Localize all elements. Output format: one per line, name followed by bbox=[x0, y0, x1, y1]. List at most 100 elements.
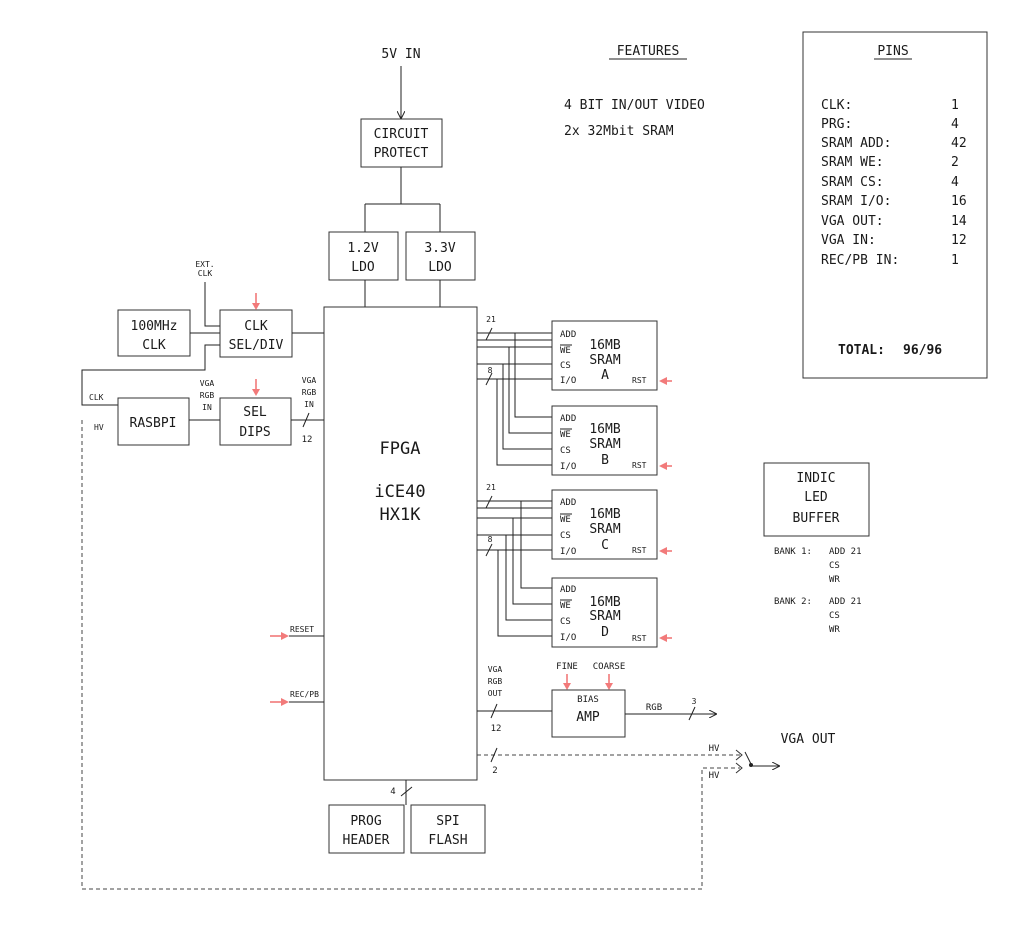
clk-sel-control-arrow bbox=[252, 293, 260, 310]
pins-rows: CLK: 1 PRG: 4 SRAM ADD: 42 SRAM WE: 2 SR… bbox=[821, 98, 967, 268]
fine-control-arrow bbox=[563, 674, 571, 690]
bank2-signal: CS bbox=[829, 611, 840, 621]
sram-a-letter: A bbox=[601, 368, 609, 383]
pin-row-name: VGA OUT: bbox=[821, 214, 884, 229]
recpb-label: REC/PB bbox=[290, 690, 319, 699]
pin-row-name: SRAM CS: bbox=[821, 175, 884, 190]
sram-b-pin-cs: CS bbox=[560, 446, 571, 456]
indic-label-3: BUFFER bbox=[793, 511, 840, 526]
sram-d-pin-add: ADD bbox=[560, 585, 576, 595]
pin-row-count: 42 bbox=[951, 136, 967, 151]
hv-output-label-1: HV bbox=[709, 744, 720, 754]
prog-bus-width: 4 bbox=[390, 787, 395, 797]
sram-chip-b: ADD WE CS I/O 16MB SRAM B RST bbox=[551, 405, 658, 476]
sram-c-pin-cs: CS bbox=[560, 531, 571, 541]
pin-row-name: CLK: bbox=[821, 98, 852, 113]
vga-in-right-label-1: VGA bbox=[302, 376, 317, 385]
sram-cd-io-width: 8 bbox=[488, 535, 493, 544]
bank1-signal: CS bbox=[829, 561, 840, 571]
sram-ab-io-width: 8 bbox=[488, 366, 493, 375]
spi-flash-box bbox=[410, 804, 486, 854]
sram-a-pin-add: ADD bbox=[560, 330, 576, 340]
pin-row-count: 14 bbox=[951, 214, 967, 229]
vga-in-left-label-3: IN bbox=[202, 403, 212, 412]
clk-sel-label-2: SEL/DIV bbox=[229, 338, 284, 353]
oscillator-freq-label: 100MHz bbox=[131, 319, 178, 334]
sram-d-size: 16MB bbox=[589, 595, 620, 610]
pins-table-box bbox=[802, 31, 988, 379]
features-title: FEATURES bbox=[617, 44, 680, 59]
pin-row-count: 1 bbox=[951, 98, 959, 113]
oscillator-clk-label: CLK bbox=[142, 338, 166, 353]
fpga-label: FPGA bbox=[380, 439, 421, 459]
vga-out-connector-icon bbox=[744, 751, 779, 767]
sram-c-rst-arrow bbox=[659, 547, 672, 555]
sram-a-rst-arrow bbox=[659, 377, 672, 385]
spi-flash-label-1: SPI bbox=[436, 814, 459, 829]
sram-c-type: SRAM bbox=[589, 522, 620, 537]
sel-dips-control-arrow bbox=[252, 379, 260, 396]
vga-out-title: VGA OUT bbox=[781, 732, 836, 747]
pin-row-name: SRAM WE: bbox=[821, 155, 884, 170]
pin-row-name: SRAM ADD: bbox=[821, 136, 891, 151]
sram-b-pin-add: ADD bbox=[560, 414, 576, 424]
sram-cd-add-width: 21 bbox=[486, 483, 496, 492]
vga-in-right-label-2: RGB bbox=[302, 388, 317, 397]
sram-d-type: SRAM bbox=[589, 609, 620, 624]
clk-wire-label: CLK bbox=[89, 393, 104, 402]
amp-label: AMP bbox=[576, 710, 600, 725]
ldo-3v3-box bbox=[405, 231, 476, 281]
pin-row-name: REC/PB IN: bbox=[821, 253, 899, 268]
fine-label: FINE bbox=[556, 662, 578, 672]
pin-row-count: 16 bbox=[951, 194, 967, 209]
circuit-protect-label-1: CIRCUIT bbox=[374, 127, 429, 142]
ldo-1v2-voltage: 1.2V bbox=[347, 241, 378, 256]
clk-sel-label-1: CLK bbox=[244, 319, 268, 334]
sram-d-letter: D bbox=[601, 625, 609, 640]
rgb-output-width: 3 bbox=[692, 697, 697, 706]
sram-d-rst-label: RST bbox=[632, 634, 647, 643]
fpga-box bbox=[323, 306, 478, 781]
fpga-part-label: HX1K bbox=[380, 505, 422, 525]
reset-label: RESET bbox=[290, 625, 314, 634]
ext-clk-label-1: EXT. bbox=[195, 260, 214, 269]
oscillator-box bbox=[117, 309, 191, 357]
sram-b-type: SRAM bbox=[589, 437, 620, 452]
pin-row-count: 4 bbox=[951, 117, 959, 132]
bank2-signal: ADD 21 bbox=[829, 597, 862, 607]
pin-row-count: 12 bbox=[951, 233, 967, 248]
raspi-box bbox=[117, 397, 190, 446]
ext-clk-label-2: CLK bbox=[198, 269, 213, 278]
bank1-signal: ADD 21 bbox=[829, 547, 862, 557]
ldo-1v2-box bbox=[328, 231, 399, 281]
sram-d-pin-cs: CS bbox=[560, 617, 571, 627]
sel-dips-box bbox=[219, 397, 292, 446]
prog-header-label-1: PROG bbox=[350, 814, 381, 829]
sram-a-pin-io: I/O bbox=[560, 376, 576, 386]
indic-label-2: LED bbox=[804, 490, 828, 505]
ldo-3v3-label: LDO bbox=[428, 260, 452, 275]
reset-input-arrow bbox=[270, 632, 289, 640]
sram-d-rst-arrow bbox=[659, 634, 672, 642]
sram-a-pin-we: WE bbox=[560, 346, 571, 356]
sram-c-letter: C bbox=[601, 538, 609, 553]
rgb-output-label: RGB bbox=[646, 703, 662, 713]
pin-row-count: 4 bbox=[951, 175, 959, 190]
hv-bus-width: 2 bbox=[492, 766, 497, 776]
bank2-label: BANK 2: bbox=[774, 597, 812, 607]
sram-chip-c: ADD WE CS I/O 16MB SRAM C RST bbox=[551, 489, 658, 560]
vga-out-bus-width: 12 bbox=[491, 724, 502, 734]
sram-a-size: 16MB bbox=[589, 338, 620, 353]
sram-a-type: SRAM bbox=[589, 353, 620, 368]
coarse-label: COARSE bbox=[593, 662, 626, 672]
sram-c-size: 16MB bbox=[589, 507, 620, 522]
sram-c-pin-io: I/O bbox=[560, 547, 576, 557]
sram-chip-a: ADD WE CS I/O 16MB SRAM A RST bbox=[551, 320, 658, 391]
sram-a-pin-cs: CS bbox=[560, 361, 571, 371]
hv-wire-label-left: HV bbox=[94, 423, 104, 432]
feature-item-2: 2x 32Mbit SRAM bbox=[564, 124, 674, 139]
pin-row-count: 1 bbox=[951, 253, 959, 268]
sel-dips-label-1: SEL bbox=[243, 405, 267, 420]
ldo-3v3-voltage: 3.3V bbox=[424, 241, 455, 256]
